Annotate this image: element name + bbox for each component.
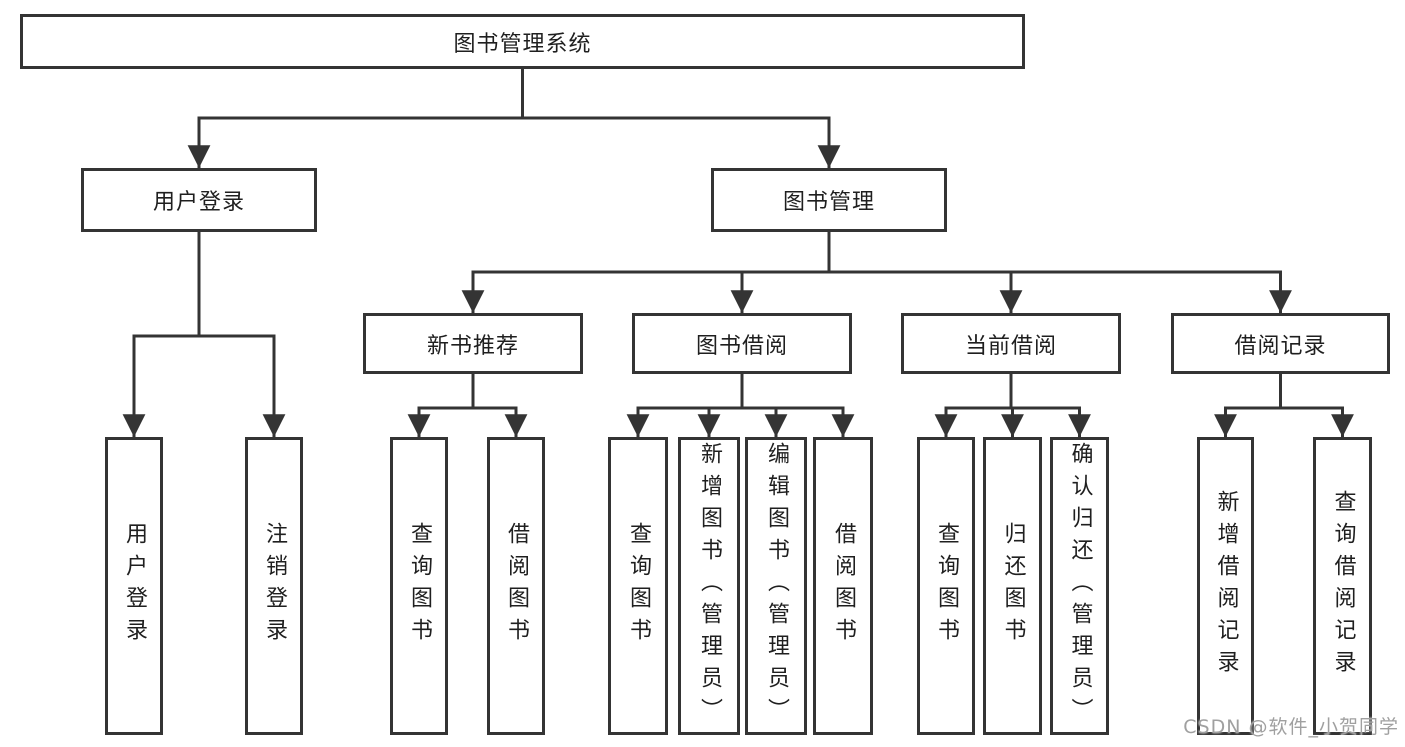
node-label: 图书管理系统 (453, 31, 592, 57)
leaf-label: 注销登录 (262, 522, 287, 650)
leaf-label: 查询图书 (626, 522, 651, 650)
leaf-return-book: 归还图书 (983, 437, 1042, 735)
leaf-label: 编辑图书（管理员） (764, 442, 789, 730)
leaf-query-book: 查询图书 (608, 437, 668, 735)
node-user-login: 用户登录 (81, 168, 317, 232)
leaf-label: 归还图书 (1000, 522, 1026, 650)
leaf-borrow-book: 借阅图书 (813, 437, 873, 735)
leaf-label: 借阅图书 (504, 522, 529, 650)
leaf-confirm-return-admin: 确认归还（管理员） (1050, 437, 1109, 735)
leaf-label: 新增图书（管理员） (697, 442, 722, 730)
leaf-add-borrow-record: 新增借阅记录 (1197, 437, 1254, 735)
leaf-query-book: 查询图书 (390, 437, 448, 735)
leaf-label: 借阅图书 (831, 522, 856, 650)
node-book-management: 图书管理 (711, 168, 947, 232)
leaf-edit-book-admin: 编辑图书（管理员） (745, 437, 807, 735)
leaf-label: 用户登录 (122, 522, 147, 650)
leaf-query-borrow-record: 查询借阅记录 (1313, 437, 1372, 735)
node-label: 用户登录 (152, 190, 245, 215)
leaf-label: 查询图书 (407, 522, 432, 650)
node-root-system: 图书管理系统 (20, 14, 1025, 69)
node-book-borrow: 图书借阅 (632, 313, 852, 374)
node-label: 当前借阅 (964, 333, 1057, 359)
leaf-label: 查询图书 (934, 522, 959, 650)
node-borrow-record: 借阅记录 (1171, 313, 1390, 374)
node-label: 图书管理 (782, 190, 875, 215)
node-label: 新书推荐 (426, 333, 519, 359)
node-label: 借阅记录 (1234, 333, 1327, 359)
node-label: 图书借阅 (695, 333, 788, 359)
leaf-logout: 注销登录 (245, 437, 303, 735)
node-new-book-recommend: 新书推荐 (363, 313, 583, 374)
leaf-query-book: 查询图书 (917, 437, 975, 735)
leaf-label: 新增借阅记录 (1213, 490, 1239, 682)
leaf-label: 确认归还（管理员） (1067, 442, 1093, 730)
leaf-add-book-admin: 新增图书（管理员） (678, 437, 740, 735)
csdn-watermark: CSDN @软件_小贺同学 (1183, 716, 1399, 738)
leaf-user-login: 用户登录 (105, 437, 163, 735)
node-current-borrow: 当前借阅 (901, 313, 1121, 374)
leaf-label: 查询借阅记录 (1330, 490, 1356, 682)
leaf-borrow-book: 借阅图书 (487, 437, 545, 735)
